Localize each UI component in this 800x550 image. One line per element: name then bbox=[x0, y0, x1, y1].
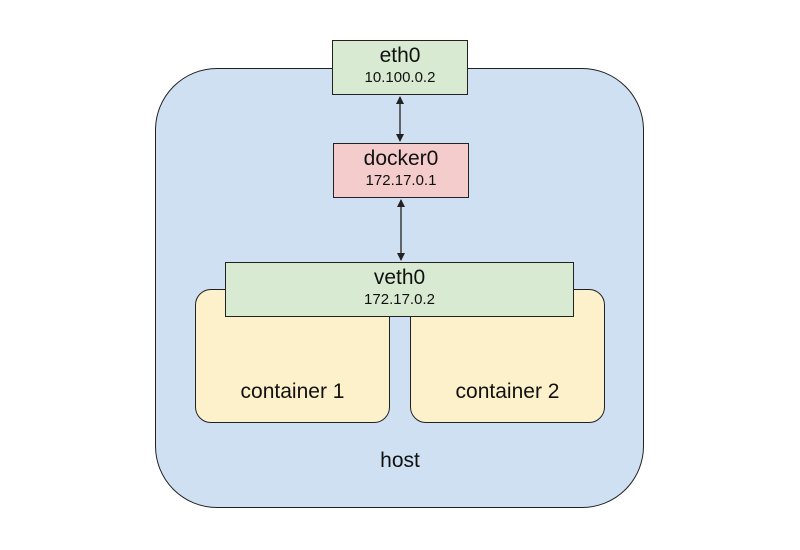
eth0-ip: 10.100.0.2 bbox=[364, 69, 436, 86]
eth0-name: eth0 bbox=[379, 44, 421, 67]
docker0-ip: 172.17.0.1 bbox=[365, 172, 437, 189]
container-2-label: container 2 bbox=[455, 380, 560, 403]
veth0-interface-box: veth0 172.17.0.2 bbox=[225, 262, 574, 317]
docker0-name: docker0 bbox=[363, 147, 439, 170]
container-1-label: container 1 bbox=[240, 380, 345, 403]
veth0-ip: 172.17.0.2 bbox=[364, 291, 435, 308]
eth0-interface-box: eth0 10.100.0.2 bbox=[332, 40, 468, 95]
host-label: host bbox=[380, 449, 420, 472]
veth0-name: veth0 bbox=[373, 266, 426, 289]
docker0-interface-box: docker0 172.17.0.1 bbox=[333, 143, 469, 198]
